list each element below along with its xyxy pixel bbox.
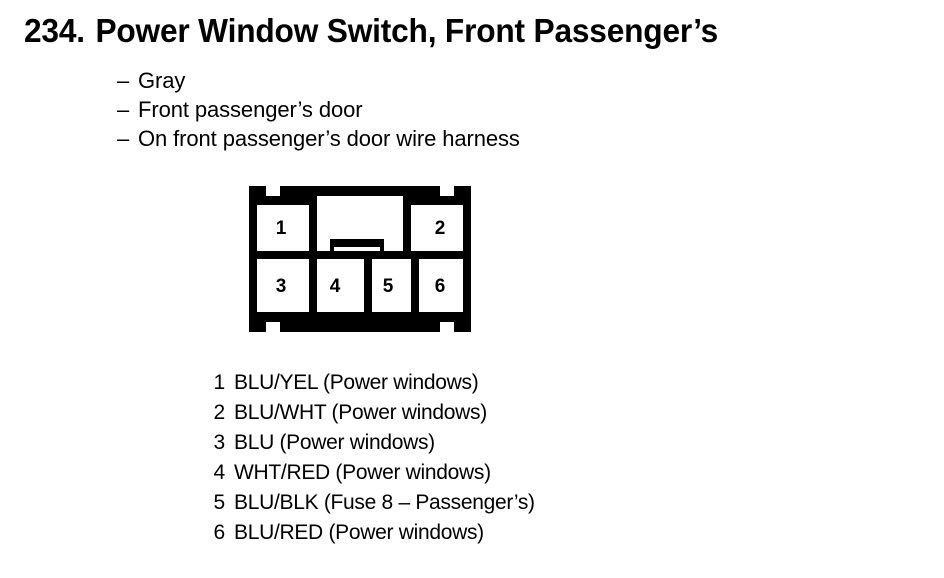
pin-legend-number: 4: [213, 461, 226, 484]
cavity-number-1: 1: [276, 218, 287, 239]
pin-legend-number: 2: [213, 401, 226, 424]
attribute-label: Front passenger’s door: [138, 97, 363, 122]
cavity-number-4: 4: [330, 276, 341, 297]
bullet-dash-icon: –: [117, 126, 130, 151]
pin-legend: 1 BLU/YEL (Power windows) 2 BLU/WHT (Pow…: [180, 368, 800, 548]
center-latch-tab: [330, 239, 384, 257]
pin-legend-description: BLU/WHT (Power windows): [234, 401, 487, 424]
pin-legend-row: 3 BLU (Power windows): [180, 428, 800, 458]
cavity-2-left-wall: [403, 196, 411, 259]
pin-legend-description: BLU/RED (Power windows): [234, 521, 484, 544]
attribute-item-location: – Front passenger’s door: [117, 95, 817, 124]
attribute-label: On front passenger’s door wire harness: [138, 126, 520, 151]
connector-top-rail-right: [403, 196, 463, 205]
page-title-text: Power Window Switch, Front Passenger’s: [95, 12, 719, 49]
cavity-number-6: 6: [435, 276, 446, 297]
cavity-number-5: 5: [383, 276, 394, 297]
cavity-1-right-wall: [309, 196, 317, 259]
cavity-5-6-divider: [411, 259, 419, 315]
pin-legend-description: WHT/RED (Power windows): [234, 461, 491, 484]
connector-outline-svg: 1 2 3 4 5 6: [249, 186, 471, 332]
pin-legend-row: 4 WHT/RED (Power windows): [180, 458, 800, 488]
bullet-dash-icon: –: [117, 68, 130, 93]
attributes-list: – Gray – Front passenger’s door – On fro…: [117, 66, 817, 153]
pin-legend-number: 1: [213, 371, 226, 394]
connector-diagram: 1 2 3 4 5 6: [244, 181, 476, 338]
attribute-item-harness: – On front passenger’s door wire harness: [117, 124, 817, 153]
pin-legend-number: 6: [213, 521, 226, 544]
pin-legend-description: BLU/YEL (Power windows): [234, 371, 479, 394]
cavity-number-3: 3: [276, 276, 287, 297]
cavity-4-5-divider: [364, 259, 372, 315]
pin-legend-row: 1 BLU/YEL (Power windows): [180, 368, 800, 398]
cavity-3-4-divider: [309, 259, 317, 315]
page-title-number: 234.: [24, 12, 85, 49]
page-title: 234. Power Window Switch, Front Passenger…: [24, 12, 718, 50]
page-title-block: 234. Power Window Switch, Front Passenger…: [24, 12, 924, 50]
attribute-item-color: – Gray: [117, 66, 817, 95]
pin-legend-row: 5 BLU/BLK (Fuse 8 – Passenger’s): [180, 488, 800, 518]
pin-legend-number: 5: [213, 491, 226, 514]
pin-legend-row: 6 BLU/RED (Power windows): [180, 518, 800, 548]
pin-legend-row: 2 BLU/WHT (Power windows): [180, 398, 800, 428]
connector-bottom-rail: [257, 312, 463, 322]
bullet-dash-icon: –: [117, 97, 130, 122]
pin-legend-description: BLU (Power windows): [234, 431, 435, 454]
pin-legend-number: 3: [213, 431, 226, 454]
pin-legend-description: BLU/BLK (Fuse 8 – Passenger’s): [234, 491, 535, 514]
cavity-number-2: 2: [435, 218, 446, 239]
connector-top-rail-left: [257, 196, 317, 205]
attribute-label: Gray: [138, 68, 186, 93]
latch-tab-slit: [334, 247, 380, 251]
